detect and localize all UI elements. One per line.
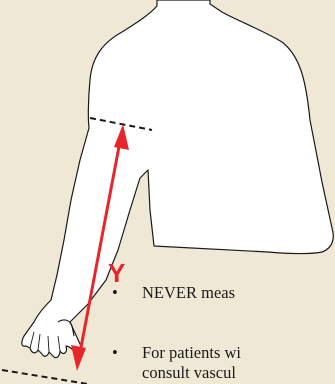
note-text: consult vascul xyxy=(142,363,236,382)
note-item-1: •NEVER meas xyxy=(112,283,235,303)
bullet-icon: • xyxy=(112,343,142,363)
note-text: For patients wi xyxy=(142,343,241,362)
wrist-measure-line xyxy=(2,370,88,384)
note-item-3: consult vascul xyxy=(112,363,236,383)
note-text: NEVER meas xyxy=(142,283,235,302)
body-outline xyxy=(22,0,333,358)
note-item-2: •For patients wi xyxy=(112,343,241,363)
bullet-icon: • xyxy=(112,283,142,303)
arrow-head-bottom-icon xyxy=(71,345,86,371)
